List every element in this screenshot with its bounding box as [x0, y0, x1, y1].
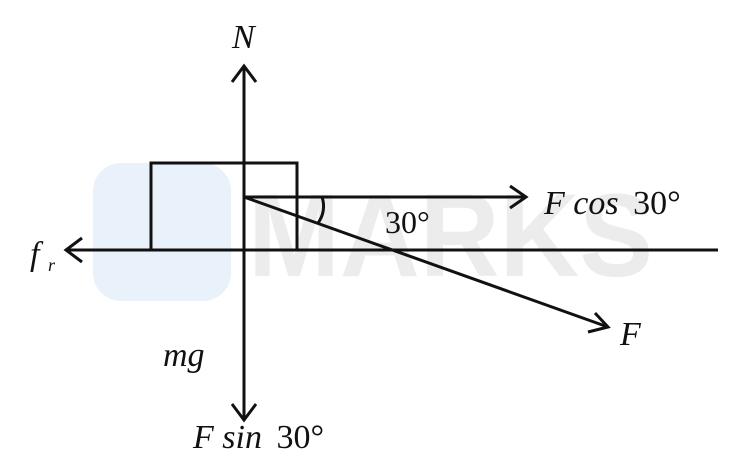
weight-arrowhead [230, 403, 258, 423]
angle-label: 30° [385, 204, 430, 240]
watermark-logo-icon [93, 163, 231, 301]
normal-force-arrowhead [230, 63, 258, 83]
horizontal-component-label: F cos 30° [543, 185, 681, 222]
vertical-component-label: F sin 30° [192, 419, 324, 456]
angle-arc [316, 196, 326, 224]
weight-label: mg [163, 337, 205, 374]
applied-force-arrow [243, 195, 609, 329]
applied-force-label: F [619, 316, 642, 353]
applied-force-arrowhead [587, 311, 611, 334]
friction-arrowhead [63, 236, 83, 264]
friction-label: f r [30, 236, 56, 275]
watermark: MARKS [93, 163, 653, 302]
horizontal-component-arrowhead [509, 184, 529, 210]
watermark-text: MARKS [248, 170, 653, 302]
normal-force-label: N [231, 19, 257, 56]
